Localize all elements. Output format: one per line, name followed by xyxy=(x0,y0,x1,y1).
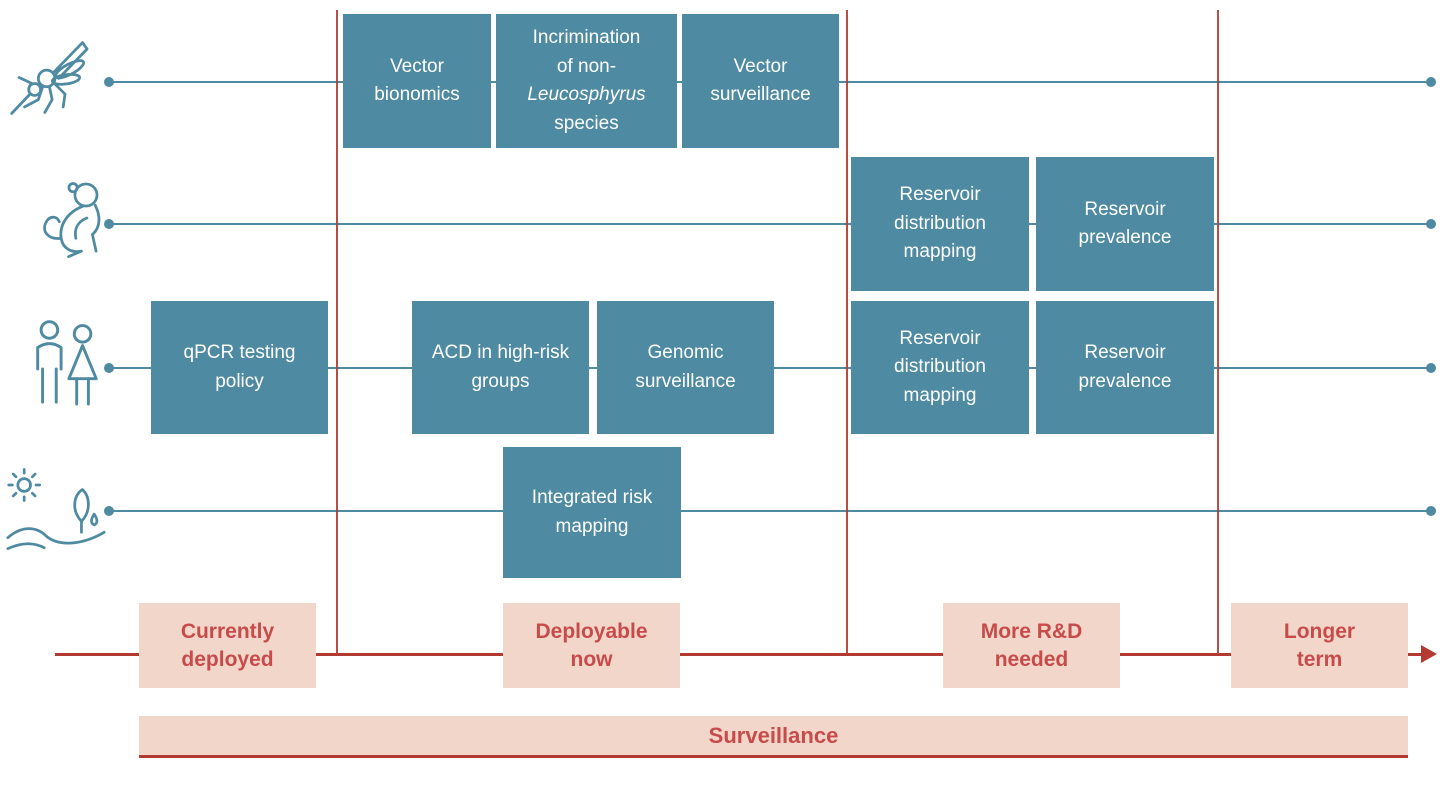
stage-more-rd-needed: More R&D needed xyxy=(943,603,1120,688)
box-label: Vector surveillance xyxy=(710,55,811,106)
timeline-axis xyxy=(55,653,1423,656)
box-label: Reservoir prevalence xyxy=(1078,198,1172,249)
box-label: Vector bionomics xyxy=(374,55,460,106)
stage-currently-deployed: Currently deployed xyxy=(139,603,316,688)
reservoir-row-line xyxy=(106,223,1432,225)
box-acd-high-risk-groups: ACD in high-risk groups xyxy=(412,301,589,434)
phase-divider-3 xyxy=(1217,10,1219,655)
phase-divider-2 xyxy=(846,10,848,655)
box-incrimination-non-leucosphyrus: Incrimination of non- Leucosphyrus speci… xyxy=(496,14,677,148)
stage-label: Currently xyxy=(180,619,275,643)
box-label: Reservoir distribution mapping xyxy=(894,327,986,406)
stage-label: Longer xyxy=(1283,619,1356,643)
surveillance-category-bar: Surveillance xyxy=(139,716,1408,758)
box-reservoir-distribution-mapping-human: Reservoir distribution mapping xyxy=(851,301,1029,434)
box-label: qPCR testing policy xyxy=(183,342,296,392)
row-end-dot xyxy=(1426,506,1436,516)
box-reservoir-prevalence-human: Reservoir prevalence xyxy=(1036,301,1214,434)
row-start-dot xyxy=(104,219,114,229)
box-genomic-surveillance: Genomic surveillance xyxy=(597,301,774,434)
phase-divider-1 xyxy=(336,10,338,655)
row-start-dot xyxy=(104,77,114,87)
row-end-dot xyxy=(1426,363,1436,373)
stage-label: More R&D xyxy=(980,619,1083,643)
box-label-line-italic: Leucosphyrus xyxy=(527,84,646,105)
stage-label: deployed xyxy=(181,647,274,671)
stage-deployable-now: Deployable now xyxy=(503,603,680,688)
box-integrated-risk-mapping: Integrated risk mapping xyxy=(503,447,681,578)
box-reservoir-distribution-mapping-monkey: Reservoir distribution mapping xyxy=(851,157,1029,291)
row-end-dot xyxy=(1426,77,1436,87)
box-label: ACD in high-risk groups xyxy=(431,342,570,392)
box-reservoir-prevalence-monkey: Reservoir prevalence xyxy=(1036,157,1214,291)
box-label: Integrated risk mapping xyxy=(531,487,653,537)
environment-icon xyxy=(6,464,106,556)
stage-label: term xyxy=(1296,647,1343,671)
people-icon xyxy=(26,318,104,416)
stage-longer-term: Longer term xyxy=(1231,603,1408,688)
row-start-dot xyxy=(104,363,114,373)
stage-label: now xyxy=(570,647,613,671)
mosquito-icon xyxy=(8,26,100,118)
monkey-icon xyxy=(28,170,120,266)
box-label: Reservoir distribution mapping xyxy=(894,184,986,263)
box-label-line: species xyxy=(554,112,619,134)
box-qpcr-testing-policy: qPCR testing policy xyxy=(151,301,328,434)
stage-label: Deployable xyxy=(535,619,648,643)
row-start-dot xyxy=(104,506,114,516)
box-label: Reservoir prevalence xyxy=(1078,342,1172,392)
row-end-dot xyxy=(1426,219,1436,229)
box-vector-surveillance: Vector surveillance xyxy=(682,14,839,148)
box-label: Genomic surveillance xyxy=(635,342,736,392)
surveillance-label: Surveillance xyxy=(708,722,839,748)
box-vector-bionomics: Vector bionomics xyxy=(343,14,491,148)
timeline-arrowhead-icon xyxy=(1421,645,1437,663)
box-label-line: of non- xyxy=(556,55,617,77)
box-label-line: Incrimination xyxy=(532,27,641,48)
environment-row-line xyxy=(106,510,1432,512)
stage-label: needed xyxy=(994,647,1069,671)
